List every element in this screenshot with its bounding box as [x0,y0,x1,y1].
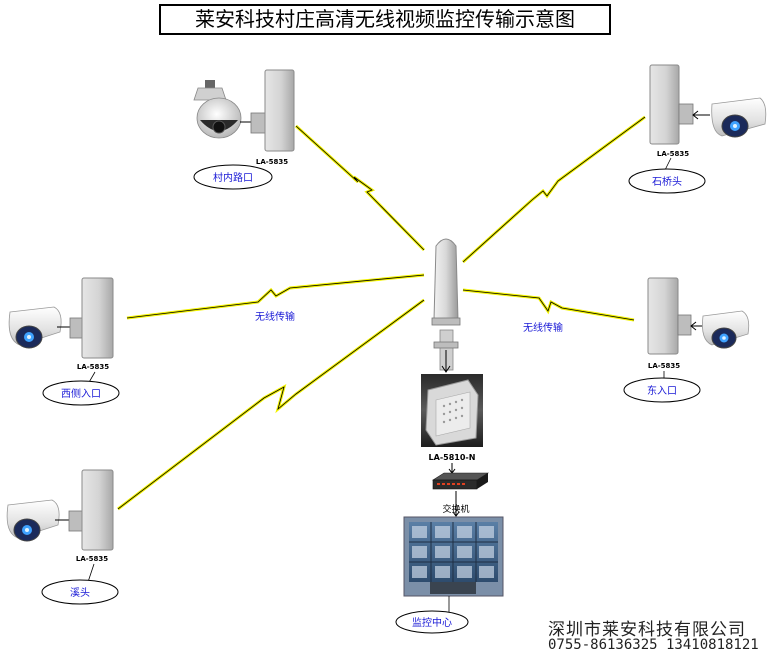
diagram-title: 莱安科技村庄高清无线视频监控传输示意图 [159,4,611,35]
site-label-ellipse [628,168,706,194]
bullet-camera-icon [6,499,60,542]
bullet-camera-icon [702,310,750,349]
site-west-entrance: LA-5835 西侧入口 [8,277,120,406]
site-label: 西侧入口 [61,387,101,400]
antenna-mount-bottom [433,341,459,349]
monitor-center-ellipse [395,610,469,634]
cpe-model-label: LA-5835 [648,362,680,370]
site-label: 溪头 [70,587,90,599]
wireless-link-village-road-edge [295,125,425,251]
site-label: 石桥头 [652,176,682,188]
base-station-model-label: LA-5810-N [429,453,476,462]
site-village-road: LA-5835 村内路口 [193,69,295,190]
wireless-links [117,115,646,511]
footer-company: 深圳市莱安科技有限公司 [548,620,746,640]
ptz-dome-camera-icon [193,80,242,139]
wireless-link-east-entrance-edge [462,289,635,321]
site-label-ellipse [193,164,273,190]
wireless-link-creek-head [117,298,425,511]
cpe-model-label: LA-5835 [657,150,689,158]
wireless-link-west-entrance-edge [126,274,425,319]
cpe-model-label: LA-5835 [256,158,288,166]
bullet-camera-icon [711,97,767,138]
site-label-ellipse [42,380,120,406]
outdoor-cpe-antenna-icon [81,469,114,551]
site-label: 村内路口 [213,171,253,184]
network-switch: 交换机 [431,472,490,517]
cpe-model-label: LA-5835 [76,555,108,563]
link-label-right: 无线传输 [523,321,563,334]
site-label: 东入口 [647,384,677,397]
site-label-ellipse [41,579,119,605]
pole-to-basestation-arrow [441,350,451,373]
link-label-left: 无线传输 [255,310,295,323]
monitor-center-label: 监控中心 [412,616,452,629]
site-east-entrance: LA-5835 东入口 [623,277,750,403]
wireless-link-creek-head-edge [117,299,425,510]
site-stone-bridge: LA-5835 石桥头 [628,64,767,194]
outdoor-cpe-antenna-icon [81,277,114,359]
wireless-link-stone-bridge [461,115,646,264]
wireless-link-village-road [294,124,426,252]
basestation-to-switch-arrow [448,463,456,474]
antenna-mount-top [431,317,461,326]
site-creek-head: LA-5835 溪头 [6,469,119,605]
site-label-ellipse [623,377,701,403]
sector-antenna-icon [433,238,459,321]
outdoor-cpe-antenna-icon [264,69,295,152]
base-station: LA-5810-N [421,374,483,462]
monitor-wall: 监控中心 [395,516,504,634]
wireless-link-stone-bridge-edge [462,116,646,263]
bullet-camera-icon [8,306,62,349]
cpe-model-label: LA-5835 [77,363,109,371]
outdoor-cpe-antenna-icon [647,277,679,355]
footer-phone: 0755-86136325 13410818121 [548,637,759,653]
outdoor-cpe-antenna-icon [649,64,680,145]
